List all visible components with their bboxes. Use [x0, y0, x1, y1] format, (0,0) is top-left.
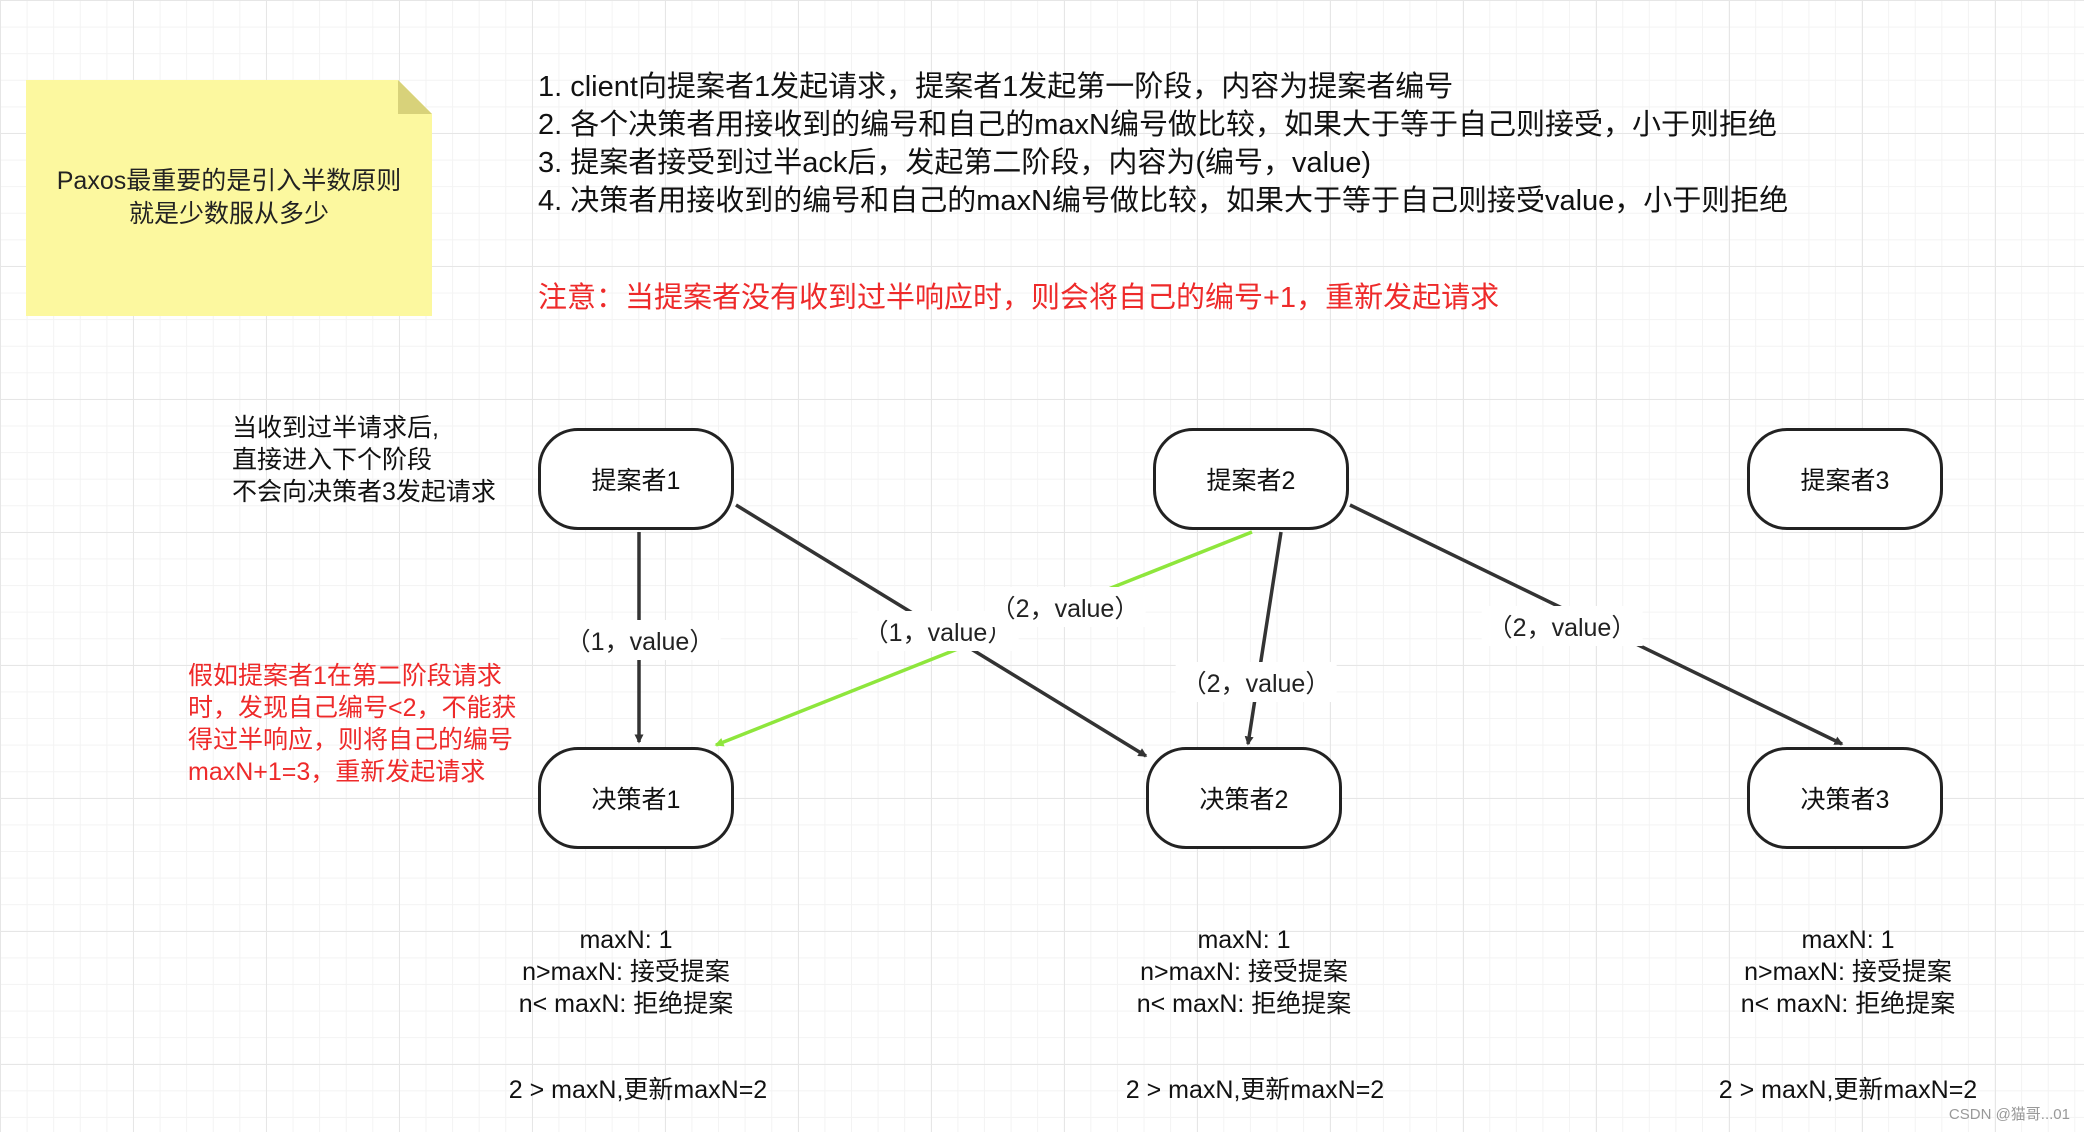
side-note-line-1: 当收到过半请求后, [232, 414, 439, 442]
acceptor-2-maxn: maxN: 1 [1197, 926, 1291, 954]
node-acceptor-3[interactable]: 决策者3 [1747, 747, 1943, 849]
acceptor-3-accept-rule: n>maxN: 接受提案 [1744, 958, 1952, 986]
side-note-line-3: 不会向决策者3发起请求 [232, 478, 496, 506]
step-4: 4. 决策者用接收到的编号和自己的maxN编号做比较，如果大于等于自己则接受va… [538, 185, 1789, 217]
notice-text: 注意：当提案者没有收到过半响应时，则会将自己的编号+1，重新发起请求 [538, 282, 1500, 314]
edge-p2-a2 [1244, 531, 1283, 746]
acceptor-1-accept-rule: n>maxN: 接受提案 [522, 958, 730, 986]
retry-note-line-4: maxN+1=3，重新发起请求 [188, 758, 486, 786]
retry-note: 假如提案者1在第二阶段请求 时，发现自己编号<2，不能获 得过半响应，则将自己的… [188, 660, 517, 788]
side-note: 当收到过半请求后, 直接进入下个阶段 不会向决策者3发起请求 [232, 412, 496, 508]
retry-note-line-3: 得过半响应，则将自己的编号 [188, 726, 514, 754]
sticky-note [26, 80, 432, 316]
acceptor-2-update: 2 > maxN,更新maxN=2 [1125, 1076, 1385, 1104]
side-note-line-2: 直接进入下个阶段 [232, 446, 433, 474]
steps-list: 1. client向提案者1发起请求，提案者1发起第一阶段，内容为提案者编号 2… [538, 68, 1788, 220]
node-acceptor-1[interactable]: 决策者1 [538, 747, 734, 849]
acceptor-2-reject-rule: n< maxN: 拒绝提案 [1136, 990, 1352, 1018]
step-2: 2. 各个决策者用接收到的编号和自己的maxN编号做比较，如果大于等于自己则接受… [538, 109, 1777, 141]
acceptor-1-info: maxN: 1 n>maxN: 接受提案 n< maxN: 拒绝提案 [466, 924, 786, 1020]
acceptor-1-maxn: maxN: 1 [579, 926, 673, 954]
edge-label-p1-a1: （1，value） [559, 620, 721, 660]
step-1: 1. client向提案者1发起请求，提案者1发起第一阶段，内容为提案者编号 [538, 71, 1454, 103]
edge-label-p2-a3: （2，value） [1481, 606, 1643, 646]
retry-note-line-1: 假如提案者1在第二阶段请求 [188, 662, 502, 690]
acceptor-1-reject-rule: n< maxN: 拒绝提案 [518, 990, 734, 1018]
acceptor-3-info: maxN: 1 n>maxN: 接受提案 n< maxN: 拒绝提案 [1688, 924, 2008, 1020]
acceptor-2-accept-rule: n>maxN: 接受提案 [1140, 958, 1348, 986]
sticky-note-line-2: 就是少数服从多少 [128, 200, 329, 228]
node-proposer-1[interactable]: 提案者1 [538, 428, 734, 530]
node-proposer-2[interactable]: 提案者2 [1153, 428, 1349, 530]
retry-note-line-2: 时，发现自己编号<2，不能获 [188, 694, 517, 722]
acceptor-3-update: 2 > maxN,更新maxN=2 [1718, 1076, 1978, 1104]
acceptor-2-info: maxN: 1 n>maxN: 接受提案 n< maxN: 拒绝提案 [1084, 924, 1404, 1020]
node-proposer-3[interactable]: 提案者3 [1747, 428, 1943, 530]
node-acceptor-2[interactable]: 决策者2 [1146, 747, 1342, 849]
acceptor-3-maxn: maxN: 1 [1801, 926, 1895, 954]
acceptor-3-reject-rule: n< maxN: 拒绝提案 [1740, 990, 1956, 1018]
edge-label-p2-a2: （2，value） [1175, 662, 1337, 702]
step-3: 3. 提案者接受到过半ack后，发起第二阶段，内容为(编号，value) [538, 147, 1372, 179]
watermark: CSDN @猫哥...01 [1948, 1106, 2070, 1123]
acceptor-1-update: 2 > maxN,更新maxN=2 [508, 1076, 768, 1104]
edge-label-p2-a1: （2，value） [984, 587, 1146, 627]
sticky-note-line-1: Paxos最重要的是引入半数原则 [56, 167, 402, 195]
sticky-note-text: Paxos最重要的是引入半数原则 就是少数服从多少 [26, 80, 432, 316]
